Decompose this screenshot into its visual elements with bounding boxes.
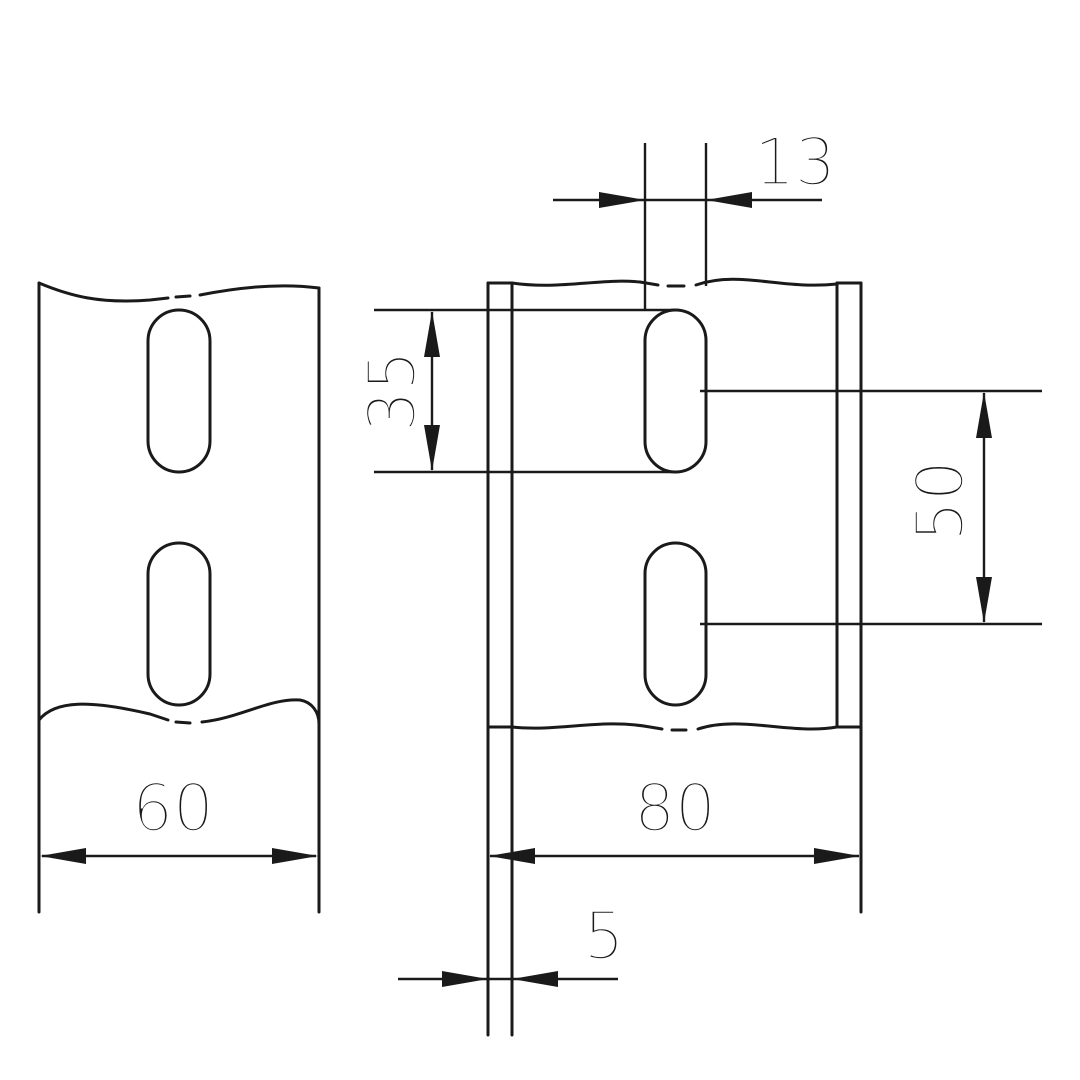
dimension-label-35: 35 [356, 350, 430, 431]
arrowhead-right-60 [272, 848, 318, 864]
front-view-slot-upper [146, 308, 212, 474]
arrowhead-bottom-35 [424, 425, 440, 471]
side-view-top-break-line [510, 277, 839, 288]
arrowhead-left-60 [40, 848, 86, 864]
front-view-top-break-line [37, 281, 321, 303]
dimension-label-5: 5 [584, 900, 625, 974]
arrowhead-top-35 [424, 311, 440, 357]
dimension-slot-pitch-50: 50 [700, 389, 1042, 626]
arrowhead-left-5 [442, 971, 488, 987]
side-view-slot-lower [643, 541, 708, 707]
arrowhead-top-50 [976, 392, 992, 438]
front-view-profile [37, 281, 321, 914]
side-view-bottom-break-line [486, 722, 863, 732]
arrowhead-right-80 [814, 848, 860, 864]
side-view-profile [486, 277, 863, 1037]
arrowhead-left-80 [489, 848, 535, 864]
dimension-slot-width-13: 13 [553, 125, 837, 310]
dimension-width-80: 80 [489, 771, 860, 864]
dimension-label-80: 80 [634, 772, 715, 846]
dimension-label-13: 13 [754, 126, 835, 200]
dimension-slot-length-35: 35 [355, 308, 676, 474]
front-view-slot-lower [146, 541, 212, 707]
arrowhead-right-13 [706, 192, 752, 208]
arrowhead-bottom-50 [976, 577, 992, 623]
front-view-bottom-break-line [37, 698, 321, 726]
dimension-label-60: 60 [132, 772, 213, 846]
dimension-width-60: 60 [40, 771, 318, 864]
arrowhead-left-13 [599, 192, 645, 208]
dimension-label-50: 50 [904, 460, 978, 541]
arrowhead-right-5 [512, 971, 558, 987]
side-view-slot-upper [643, 308, 708, 474]
dimension-wall-thickness-5: 5 [398, 899, 625, 987]
